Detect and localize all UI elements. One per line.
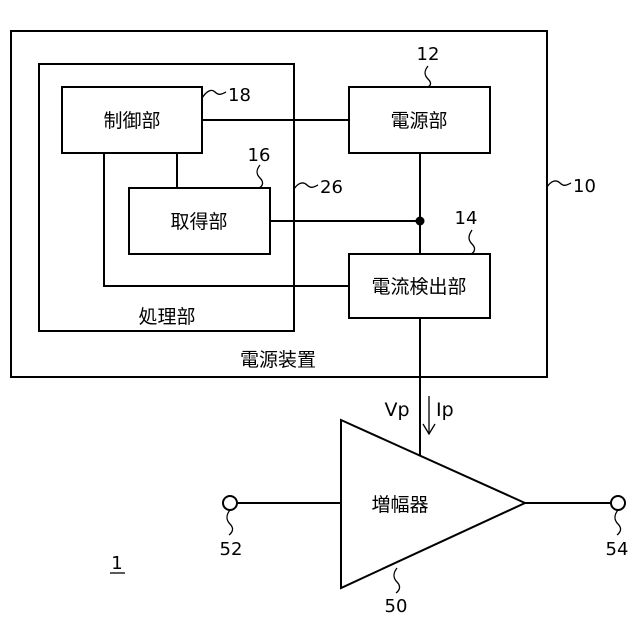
leader-54 [615, 510, 621, 535]
ref-14: 14 [455, 208, 478, 229]
current-signal-label: Ip [436, 399, 454, 421]
ref-50: 50 [385, 596, 408, 617]
voltage-signal-label: Vp [384, 399, 409, 421]
amplifier-label: 増幅器 [371, 494, 428, 516]
ref-12: 12 [417, 44, 440, 65]
ref-54: 54 [606, 539, 629, 560]
leader-52 [227, 510, 233, 535]
ref-52: 52 [220, 539, 243, 560]
control-unit-label: 制御部 [103, 110, 160, 132]
acquisition-unit-label: 取得部 [170, 211, 227, 233]
ref-26: 26 [320, 177, 343, 198]
power-supply-unit-label: 電源部 [390, 110, 447, 132]
amplifier-triangle [341, 420, 525, 588]
power-device-label: 電源装置 [240, 349, 316, 371]
ref-10: 10 [573, 176, 596, 197]
ref-1: 1 [111, 553, 122, 574]
leader-50 [394, 568, 400, 593]
current-detection-unit-label: 電流検出部 [371, 276, 466, 298]
leader-10 [547, 181, 571, 187]
junction-node [416, 217, 425, 226]
input-terminal-52 [223, 496, 237, 510]
ref-18: 18 [228, 85, 251, 106]
ref-16: 16 [248, 145, 271, 166]
processing-unit-label: 処理部 [138, 306, 195, 328]
output-terminal-54 [611, 496, 625, 510]
